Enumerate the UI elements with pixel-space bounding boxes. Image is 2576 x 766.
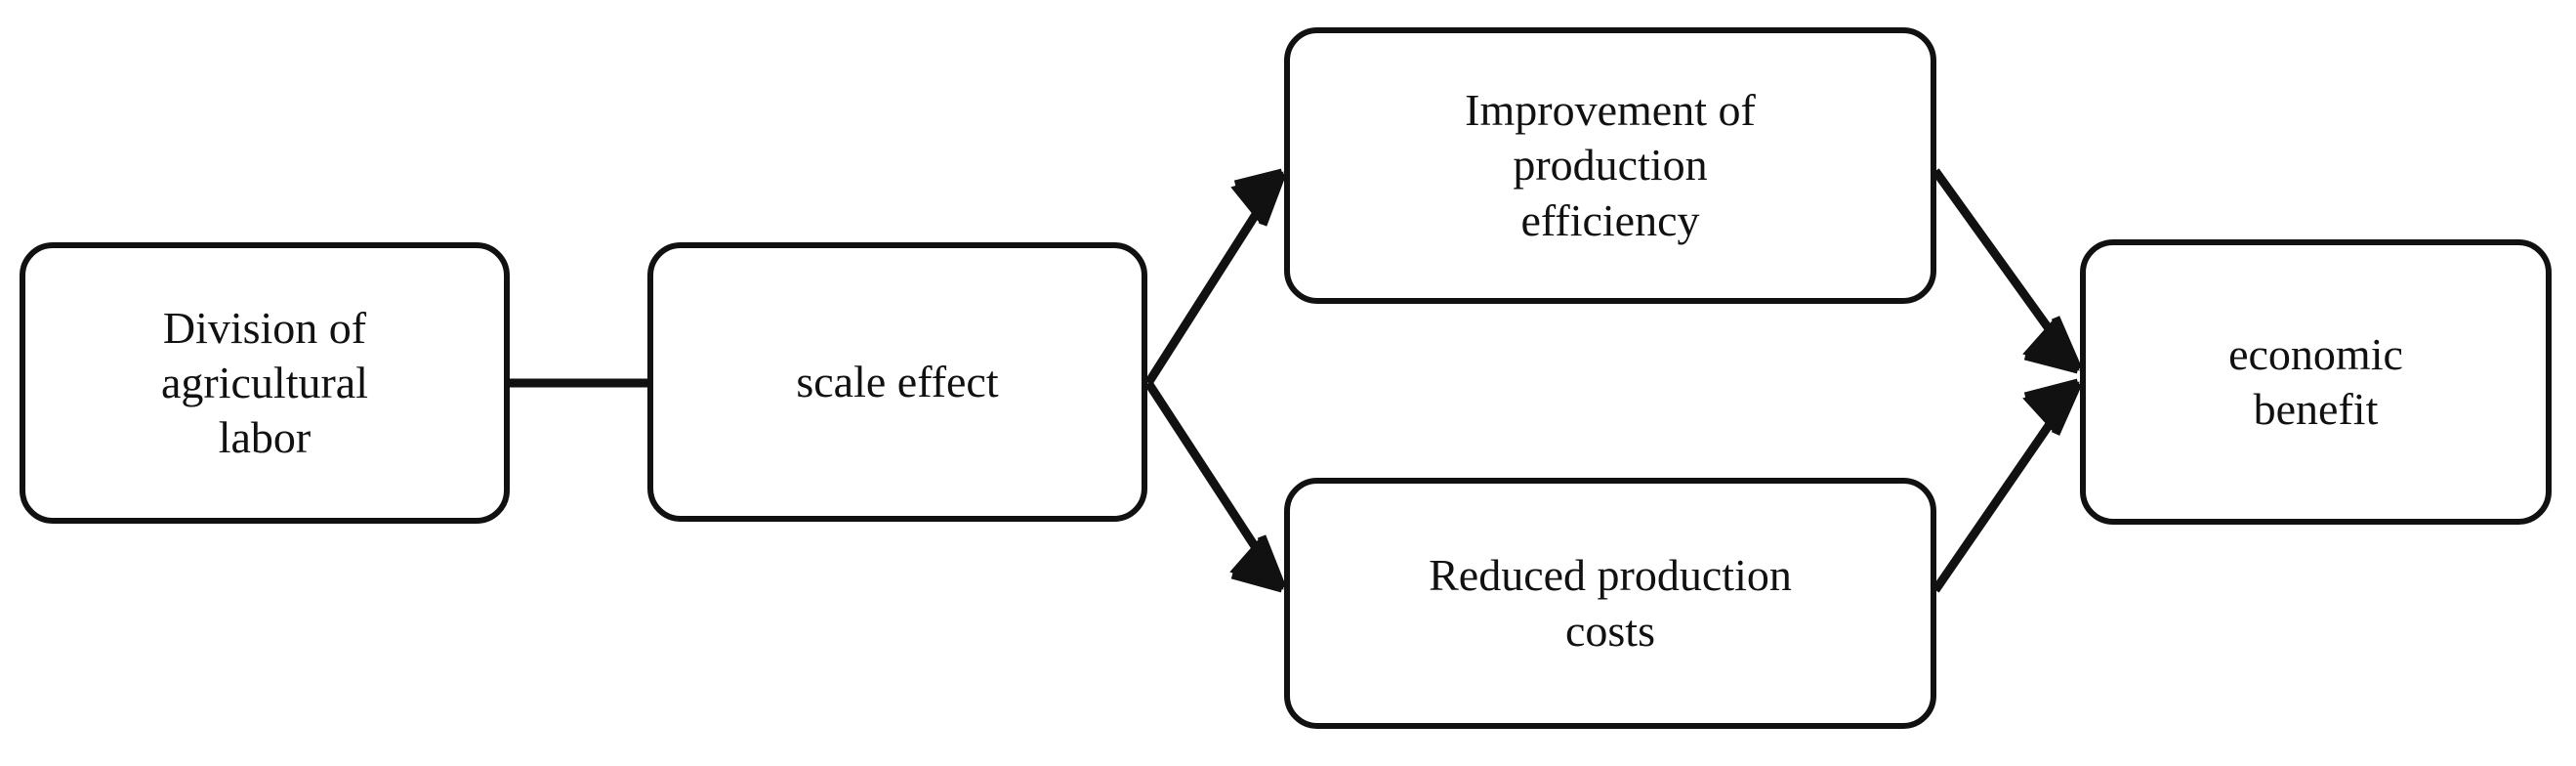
node-reduced-production-costs[interactable]: Reduced production costs <box>1284 478 1936 729</box>
arrowhead-icon <box>1233 168 1287 227</box>
arrowhead-icon <box>2023 378 2083 436</box>
arrowhead-fill-icon <box>2022 381 2080 434</box>
node-label: Division of agricultural labor <box>160 302 368 463</box>
node-division-of-agricultural-labor[interactable]: Division of agricultural labor <box>20 242 510 524</box>
edge-improve-to-economic <box>1932 168 2083 374</box>
edge-scale-to-reduced <box>1144 380 1287 593</box>
edge-line <box>1932 168 2082 372</box>
arrowhead-icon <box>1230 534 1287 593</box>
edge-scale-to-improve <box>1144 168 1287 386</box>
arrowhead-fill-icon <box>1229 536 1284 590</box>
edge-line <box>1932 380 2082 593</box>
arrowhead-fill-icon <box>2022 318 2080 371</box>
node-economic-benefit[interactable]: economic benefit <box>2080 239 2552 525</box>
node-label: Reduced production costs <box>1429 550 1792 656</box>
edge-line <box>1144 380 1286 591</box>
node-scale-effect[interactable]: scale effect <box>647 242 1147 522</box>
arrowhead-fill-icon <box>1230 171 1284 225</box>
arrowhead-icon <box>2023 316 2083 374</box>
edge-reduced-to-economic <box>1932 378 2083 593</box>
node-improvement-of-production-efficiency[interactable]: Improvement of production efficiency <box>1284 27 1936 304</box>
node-label: economic benefit <box>2228 328 2403 434</box>
node-label: scale effect <box>796 356 999 406</box>
node-label: Improvement of production efficiency <box>1465 85 1756 245</box>
edge-line <box>1144 170 1286 386</box>
